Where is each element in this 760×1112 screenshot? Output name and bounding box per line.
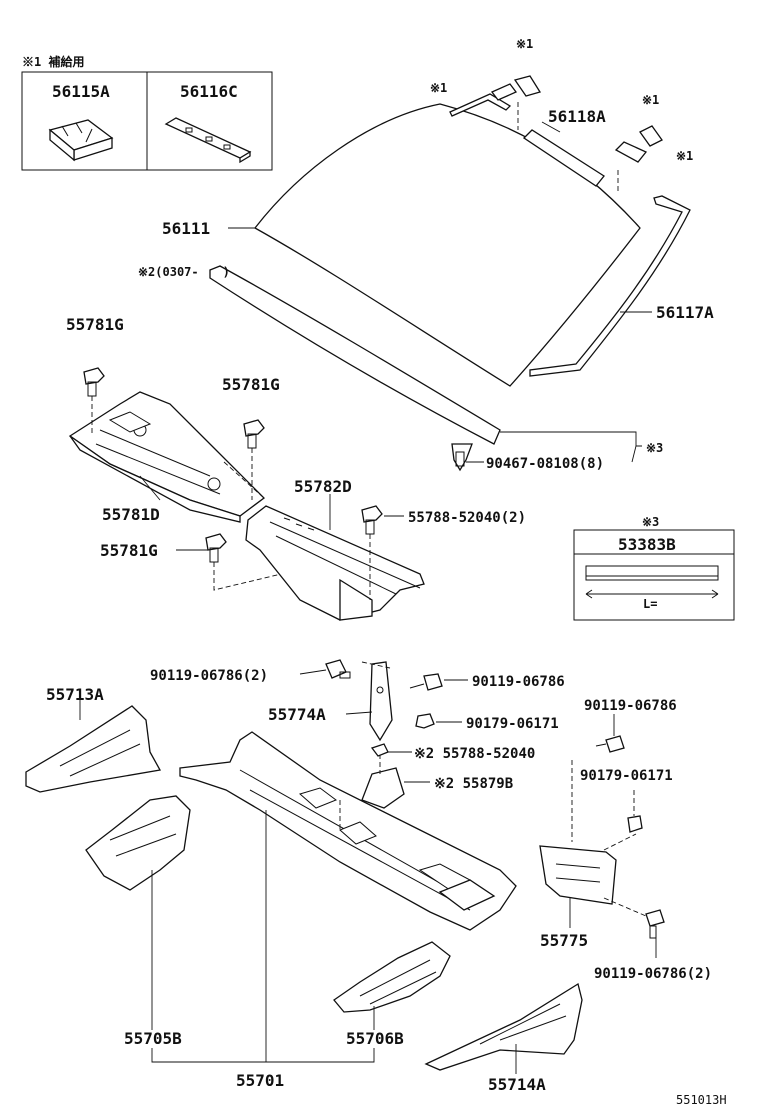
label-90119-a: 90119-06786(2) [150, 668, 268, 684]
label-90179-a: 90179-06171 [466, 716, 559, 732]
box-part-53383B: 53383B [618, 535, 676, 554]
box-length-label: L= [643, 597, 657, 611]
label-90119-b: 90119-06786 [472, 674, 565, 690]
molding-top-pieces [449, 75, 663, 192]
label-55781D: 55781D [102, 505, 160, 524]
label-90119-c: 90119-06786 [584, 698, 677, 714]
label-55701: 55701 [236, 1071, 284, 1090]
bracket-55775 [539, 760, 647, 917]
label-n1-right-top: ※1 [642, 93, 659, 107]
clip-90467 [451, 443, 473, 472]
label-55705B: 55705B [124, 1029, 182, 1048]
label-55788-52040-2: 55788-52040(2) [408, 510, 526, 526]
label-n3: ※3 [646, 441, 663, 455]
note-dates: ※2(0307- ) [138, 265, 230, 279]
nut-90179-a [415, 713, 435, 729]
label-55782D: 55782D [294, 477, 352, 496]
bracket-55705B [85, 795, 191, 891]
bolt-90119-c [595, 735, 625, 753]
strip-56116C-shape [164, 117, 252, 164]
nut-90179-b [627, 790, 643, 833]
label-55706B: 55706B [346, 1029, 404, 1048]
screw-55781G-c [205, 533, 341, 591]
bracket-55706B [333, 941, 451, 1013]
bolt-90119-b [409, 673, 443, 691]
box-53383B: ※3 53383B L= [573, 515, 735, 621]
label-55714A: 55714A [488, 1075, 546, 1094]
screw-55781G-b [243, 419, 265, 500]
legend-part-56115A: 56115A [52, 82, 110, 101]
windshield-56111 [254, 103, 641, 387]
label-55781G-c: 55781G [100, 541, 158, 560]
cowl-side-55781D [68, 391, 265, 523]
label-55781G-b: 55781G [222, 375, 280, 394]
bolt-90119-a [325, 659, 351, 679]
screw-55781G-a [83, 367, 105, 436]
cowl-panel-55701 [179, 731, 517, 931]
bracket-55774A [361, 661, 393, 742]
label-55713A: 55713A [46, 685, 104, 704]
panel-55714A [424, 982, 583, 1071]
legend-note: ※1 補給用 [22, 54, 84, 69]
label-90119-d: 90119-06786(2) [594, 966, 712, 982]
label-55788-52040: ※2 55788-52040 [414, 746, 535, 762]
clip-56115A-shape [48, 119, 114, 162]
cowl-top-55782D [223, 461, 425, 621]
label-56111: 56111 [162, 219, 210, 238]
panel-55713A [25, 705, 162, 793]
label-n1-right: ※1 [676, 149, 693, 163]
legend-box: ※1 補給用 56115A 56116C [21, 54, 273, 171]
label-n1-left: ※1 [430, 81, 447, 95]
label-90179-b: 90179-06171 [580, 768, 673, 784]
molding-56117A [529, 195, 691, 377]
label-55775: 55775 [540, 931, 588, 950]
label-55781G-a: 55781G [66, 315, 124, 334]
diagram-id: 551013H [676, 1093, 727, 1107]
bracket-55879B [339, 754, 405, 830]
leader-lines [79, 121, 657, 1074]
screw-55788-52040-upper [361, 505, 383, 600]
label-90467: 90467-08108(8) [486, 456, 604, 472]
label-56117A: 56117A [656, 303, 714, 322]
label-56118A: 56118A [548, 107, 606, 126]
box-note: ※3 [642, 515, 659, 529]
screw-55788-52040-lower [370, 743, 389, 757]
weatherstrip-bottom [209, 265, 501, 445]
part-labels: ※2(0307- ) ※1 ※1 ※1 ※1 56118A 56111 5611… [46, 37, 727, 1107]
label-55774A: 55774A [268, 705, 326, 724]
label-n1-top: ※1 [516, 37, 533, 51]
legend-part-56116C: 56116C [180, 82, 238, 101]
bolt-90119-d [645, 909, 665, 939]
label-55879B: ※2 55879B [434, 776, 513, 792]
